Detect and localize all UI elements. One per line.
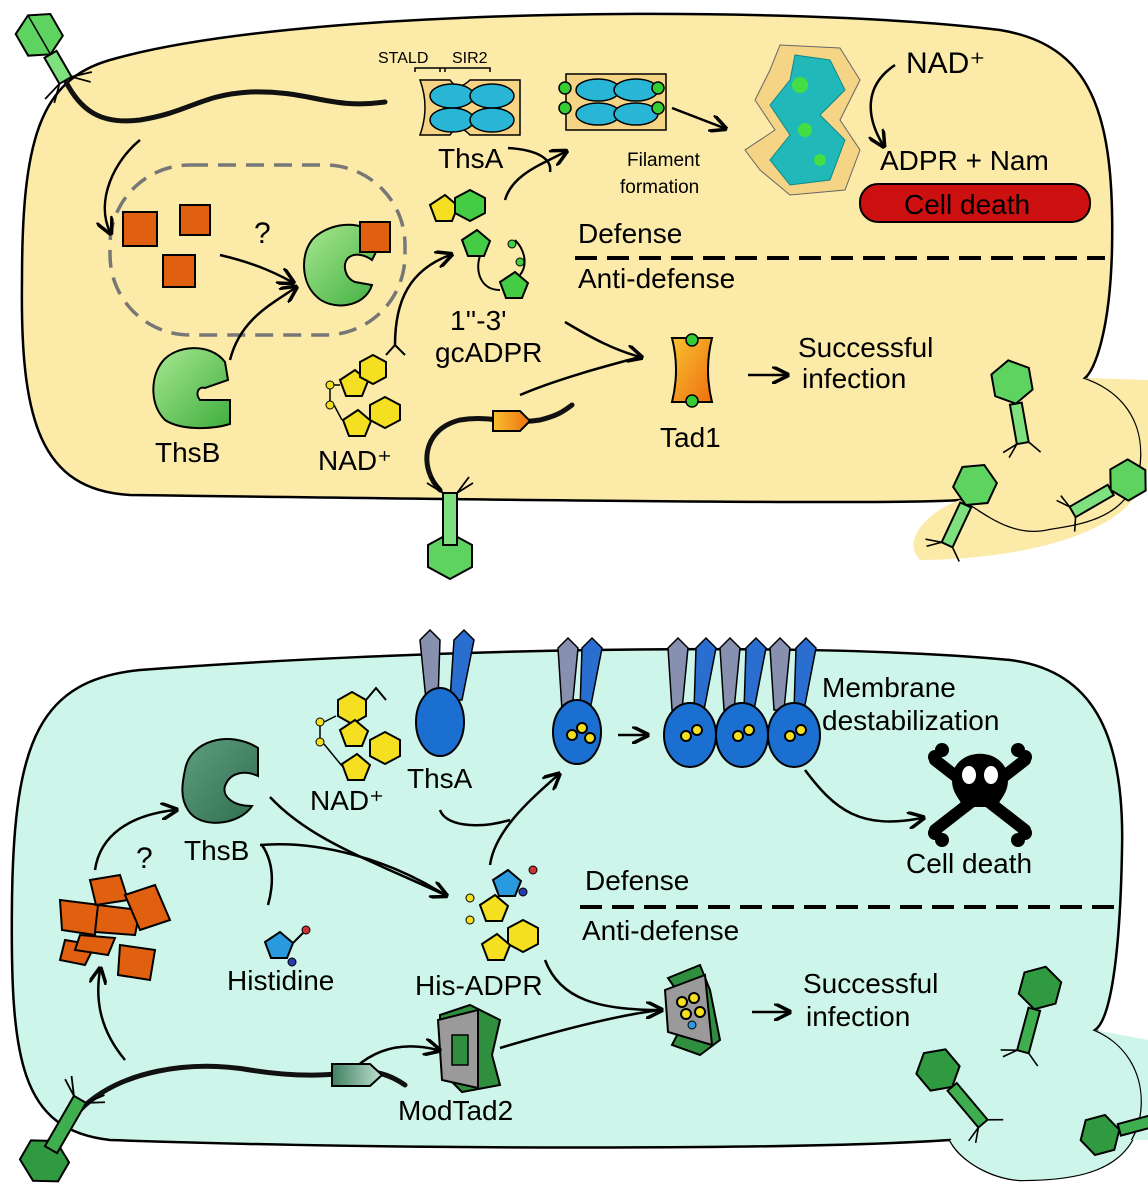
histidine-label: Histidine [227,965,334,996]
modtad2 [436,1003,502,1094]
tad1 [670,333,714,408]
thsa-activated [558,73,667,131]
gcadpr-label-line2: gcADPR [435,337,542,368]
top-panel: STALD SIR2 ThsA [14,12,1148,581]
thsa-activated-bottom [552,636,603,765]
gcadpr-molecule [428,188,530,299]
phage-dna-anti [424,402,575,493]
stald-label: STALD [378,50,428,67]
sensing-region [108,163,407,337]
tad1-label: Tad1 [660,422,721,453]
phage-dna-top [62,77,388,124]
cell-death-label: Cell death [904,189,1030,220]
nad-molecule-bottom [315,686,401,781]
thsb-label: ThsB [155,437,220,468]
thsb-bound [303,221,391,307]
skull-icon [928,743,1032,847]
tad1-gene [492,410,532,432]
filament-label: Filament [627,150,701,171]
thsa-label-bottom: ThsA [407,763,473,794]
modtad2-label: ModTad2 [398,1095,513,1126]
successful-label: Successful [798,332,933,363]
question-mark-bottom: ? [136,842,153,875]
phage-icon [18,1075,105,1183]
his-adpr-molecule [465,865,539,961]
question-mark-top: ? [254,217,271,250]
thsa-label: ThsA [438,143,504,174]
phage-icon [915,1048,1004,1143]
bacterial-cell-top [20,12,1143,534]
modtad2-gene [331,1063,384,1087]
membrane-label: Membrane [822,672,956,703]
defense-label-bottom: Defense [585,865,689,896]
thsa-filament [744,44,861,196]
nad-label-bottom-panel: NAD⁺ [310,785,384,816]
thsb-bottom [181,738,259,824]
thsb-label-bottom: ThsB [184,835,249,866]
thsa-membrane-protein [415,628,475,757]
phage-icon [426,476,474,581]
histidine-molecule [263,925,311,967]
anti-defense-label: Anti-defense [578,263,735,294]
destabilization-label: destabilization [822,705,999,736]
infection-region-top [913,378,1148,560]
formation-label: formation [620,177,699,198]
his-adpr-label: His-ADPR [415,970,543,1001]
phage-signal-square [122,211,158,247]
gcadpr-label-line1: 1''-3' [450,305,507,336]
bottom-panel: ThsA Membrane destabilization [10,628,1148,1183]
sir2-label: SIR2 [452,50,488,67]
adpr-nam-label: ADPR + Nam [880,145,1049,176]
phage-icon [925,464,999,562]
infection-label: infection [802,363,906,394]
nad-molecule [325,343,406,437]
cell-death-label-bottom: Cell death [906,848,1032,879]
thsa-dimer: STALD SIR2 ThsA [378,50,521,174]
successful-label-bottom: Successful [803,968,938,999]
phage-signal-square [162,254,196,288]
anti-defense-label-bottom: Anti-defense [582,915,739,946]
thsb [152,347,231,430]
cell-death-badge [859,183,1091,223]
nad-label-bottom: NAD⁺ [318,445,392,476]
phage-icon [990,359,1042,459]
infection-label-bottom: infection [806,1001,910,1032]
phage-icon [1056,458,1147,532]
defense-label: Defense [578,218,682,249]
phage-icon [1079,1109,1148,1157]
phage-icon [14,12,93,104]
phage-signal-square [179,204,211,236]
nad-plus-label: NAD⁺ [906,47,985,80]
phage-icon [1000,965,1063,1067]
thsa-oligomer [663,636,821,768]
phage-debris [58,873,172,982]
modtad2-bound [663,963,722,1057]
